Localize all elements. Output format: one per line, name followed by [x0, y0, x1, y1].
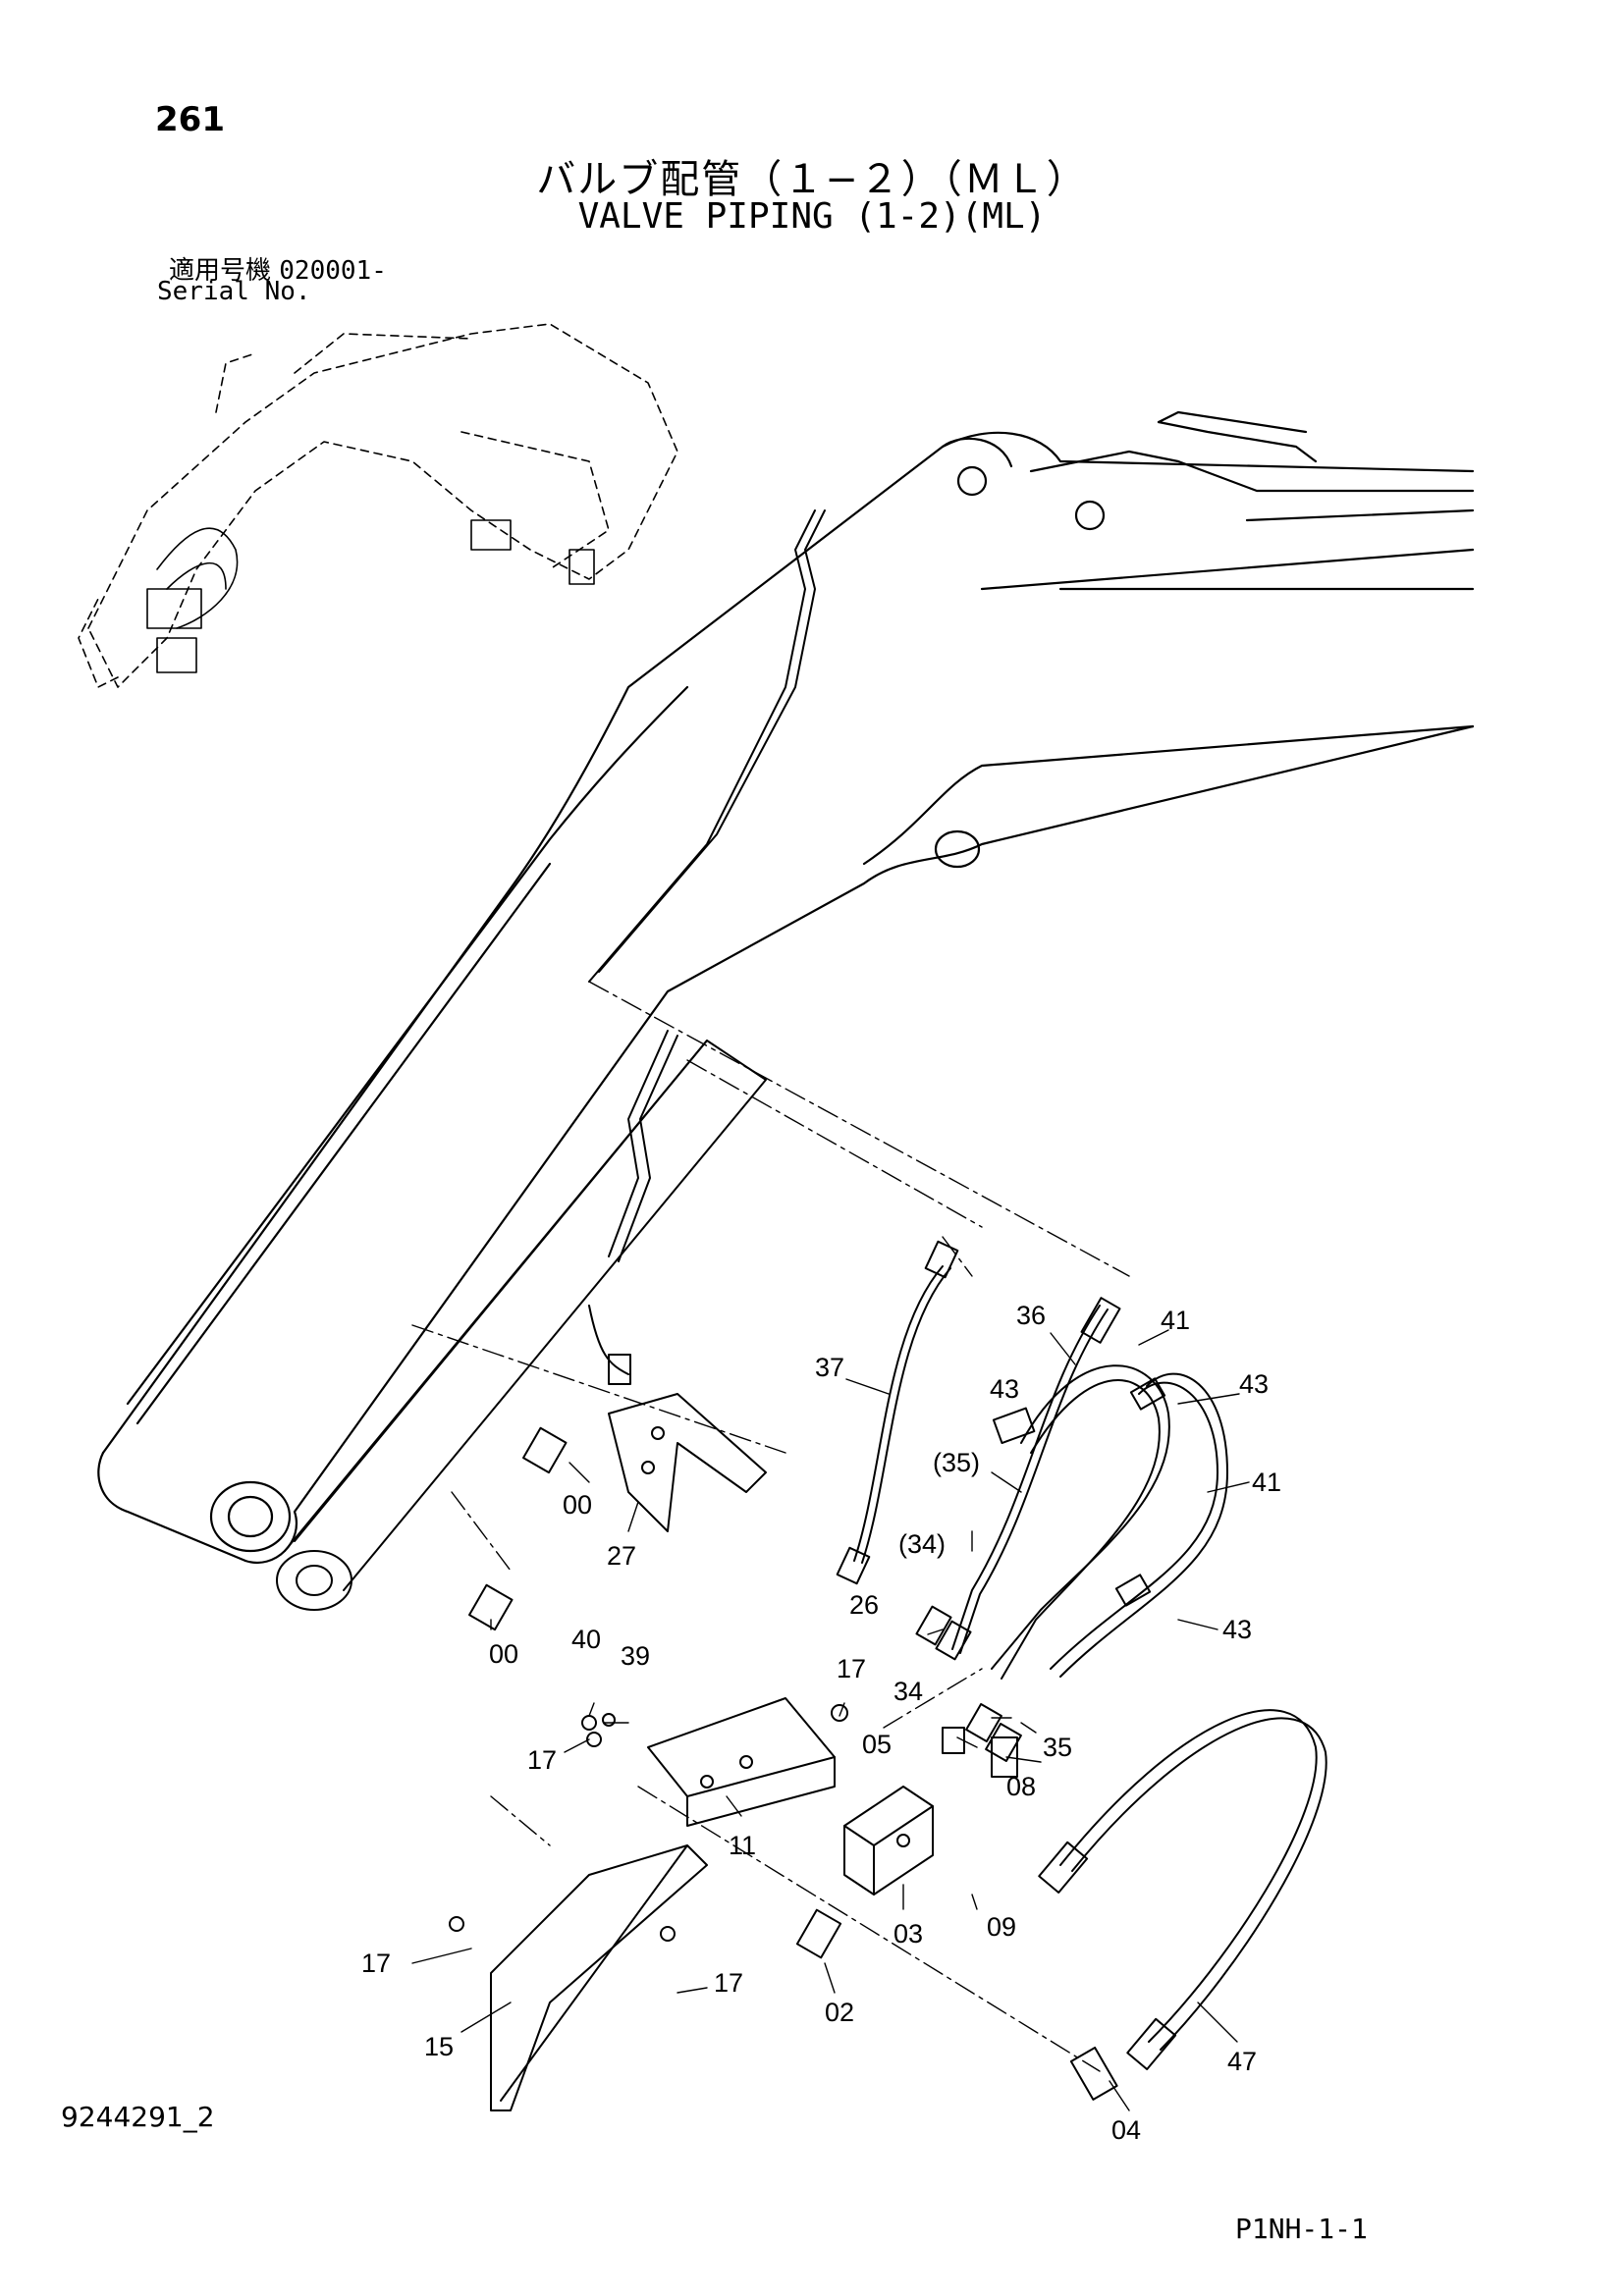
- serial-number: 020001-: [279, 256, 387, 286]
- callout-00: 00: [489, 1639, 519, 1669]
- overview-inset: [78, 323, 678, 688]
- boom-pipes: [588, 509, 826, 1385]
- fittings: [449, 1426, 1118, 2101]
- callout-02: 02: [825, 1998, 855, 2027]
- bracket-11: [647, 1697, 836, 1827]
- boom: [97, 410, 1475, 1564]
- cover-15: [490, 1844, 708, 2111]
- callout-39: 39: [621, 1641, 651, 1671]
- callout-40: 40: [571, 1625, 602, 1654]
- clamps: [992, 1377, 1166, 1607]
- callout-11: 11: [729, 1831, 757, 1860]
- callout-05: 05: [862, 1730, 893, 1759]
- callout-leaders: [411, 1329, 1250, 2111]
- title-english: VALVE PIPING (1-2)(ML): [577, 196, 1047, 237]
- callout-15: 15: [424, 2032, 455, 2061]
- callout-27: 27: [607, 1541, 637, 1571]
- callout-26: 26: [849, 1590, 880, 1620]
- valve-block-03: [843, 1786, 934, 1896]
- callout-43: 43: [990, 1374, 1020, 1404]
- page-number: 261: [155, 100, 225, 139]
- callout-47: 47: [1227, 2047, 1258, 2076]
- callout-41: 41: [1161, 1306, 1191, 1335]
- callout-09: 09: [987, 1912, 1017, 1942]
- callout-17: 17: [714, 1968, 744, 1998]
- serial-label-ja: 適用号機: [169, 256, 272, 286]
- callout-43: 43: [1239, 1369, 1270, 1399]
- callout-37: 37: [815, 1353, 845, 1382]
- callout-17: 17: [527, 1745, 558, 1775]
- leader-lines: [411, 981, 1130, 2072]
- callout-34-ref: (34): [898, 1529, 947, 1559]
- hose-37: [836, 1240, 959, 1585]
- callout-04: 04: [1111, 2115, 1142, 2145]
- callout-41: 41: [1252, 1468, 1282, 1497]
- callout-43: 43: [1222, 1615, 1253, 1644]
- arm-cylinder: [276, 1040, 767, 1611]
- callout-17: 17: [361, 1949, 392, 1978]
- serial-applicability: 適用号機 020001-: [169, 250, 387, 287]
- callout-08: 08: [1006, 1772, 1037, 1801]
- document-id: 9244291_2: [61, 2101, 215, 2133]
- overview-inset-details: [146, 519, 595, 673]
- callout-35-ref: (35): [933, 1448, 981, 1477]
- callout-34: 34: [893, 1677, 924, 1706]
- callout-00: 00: [563, 1490, 593, 1520]
- callout-35: 35: [1043, 1733, 1073, 1762]
- callout-03: 03: [893, 1919, 924, 1949]
- title-japanese: バルブ配管（１−２）（ＭＬ）: [536, 157, 1088, 202]
- bracket-27: [608, 1393, 767, 1532]
- callout-36: 36: [1016, 1301, 1047, 1330]
- hose-36: [951, 1297, 1121, 1654]
- callout-17: 17: [837, 1654, 867, 1683]
- hose-47: [1038, 1709, 1327, 2070]
- page-code: P1NH-1-1: [1235, 2213, 1368, 2245]
- serial-label-en: Serial No.: [157, 277, 311, 306]
